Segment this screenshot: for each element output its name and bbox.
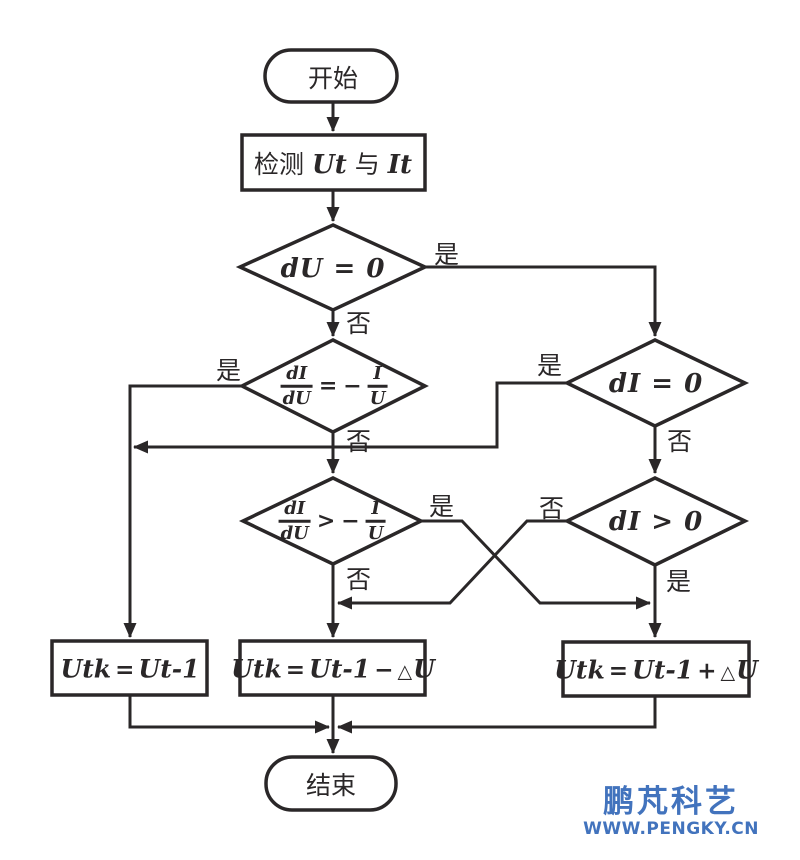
boxC-delta-icon: △ (720, 661, 736, 684)
boxB-minus: − (374, 656, 394, 684)
d3-yes-label: 是 (537, 351, 563, 380)
watermark-logo-text: 鹏芃科艺 (603, 784, 740, 820)
d5-no-label: 否 (539, 494, 565, 523)
d2-relation: = (318, 373, 338, 399)
d1-expression: dU = 0 (280, 254, 386, 284)
d1-diamond-shape (235, 223, 430, 312)
d1-yes-label: 是 (434, 240, 460, 269)
d4-yes-label: 是 (429, 492, 455, 521)
boxC-equals: = (608, 657, 629, 685)
d5-expression: dI > 0 (608, 507, 704, 537)
boxA-equals: = (115, 656, 135, 684)
edge-d4-yes-cross-right (421, 519, 651, 610)
edge-boxC-to-merge (337, 696, 657, 734)
d2-diamond-shape (238, 338, 429, 434)
end-label: 结束 (305, 771, 357, 800)
d5-yes-label: 是 (666, 567, 692, 596)
detect-prefix: 检测 (254, 150, 305, 179)
boxB-rect-shape (238, 639, 427, 697)
boxA-rect-shape (50, 639, 209, 697)
d3-expression: dI = 0 (608, 369, 704, 399)
d3-diamond-shape (563, 338, 750, 428)
detect-conjunction: 与 (354, 150, 380, 179)
d4-no-label: 否 (346, 565, 372, 594)
start-label: 开始 (307, 64, 359, 93)
d2-no-label: 否 (346, 427, 372, 456)
d4-minus-sign: − (341, 508, 360, 534)
d4-relation: > (316, 508, 336, 534)
end-terminal-shape (264, 755, 398, 812)
node-shape-layer (50, 48, 751, 812)
d3-no-label: 否 (667, 427, 693, 456)
boxC-rect-shape (561, 640, 751, 698)
start-terminal-shape (263, 48, 399, 104)
watermark-url: WWW.PENGKY.CN (583, 818, 759, 839)
edge-d2-yes-to-boxA (123, 384, 242, 638)
edge-d3-yes-to-left-line (133, 381, 567, 454)
edge-d5-no-cross-left (337, 519, 567, 610)
connector-layer (123, 98, 662, 754)
d2-minus-sign: − (343, 373, 362, 399)
edge-boxA-to-merge (128, 695, 330, 734)
boxB-delta-icon: △ (397, 660, 413, 683)
d1-no-label: 否 (346, 309, 372, 338)
d4-diamond-shape (238, 476, 425, 566)
d2-yes-label: 是 (216, 356, 242, 385)
edge-d1-yes-to-d3 (425, 265, 662, 337)
boxC-plus: + (697, 657, 717, 685)
detect-process-shape (240, 133, 427, 192)
d5-diamond-shape (563, 476, 750, 567)
boxB-equals: = (285, 656, 306, 684)
watermark: 鹏芃科艺 WWW.PENGKY.CN (583, 786, 759, 839)
